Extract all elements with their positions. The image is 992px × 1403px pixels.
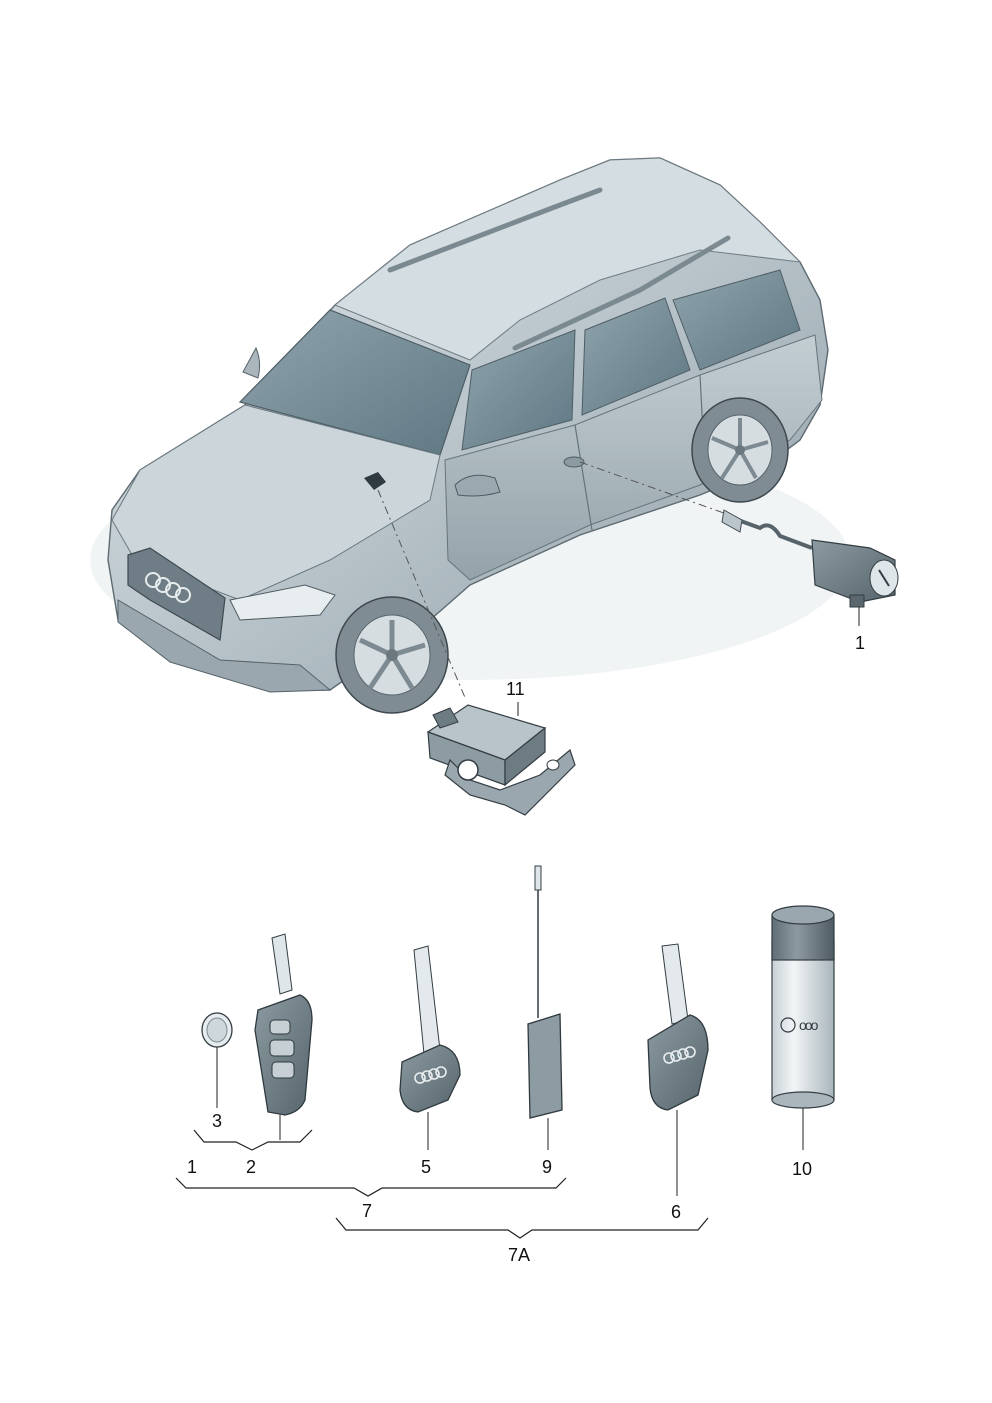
headlight <box>229 584 336 621</box>
callout-flip-key-group: 1 <box>187 1157 198 1177</box>
key-5-part <box>399 945 461 1150</box>
door-line-front <box>574 424 593 531</box>
key-6-blade <box>661 943 689 1025</box>
flip-key-button-mid <box>269 1039 295 1057</box>
key-5-rings <box>414 1066 447 1084</box>
spray-can-part: ooo <box>771 905 835 1150</box>
front-bumper <box>117 599 332 693</box>
bracket-7a <box>335 1217 709 1239</box>
flip-key-part <box>254 933 313 1140</box>
windshield <box>238 309 471 456</box>
callout-key-5: 5 <box>421 1157 432 1177</box>
car-roof <box>334 157 802 361</box>
rear-wheel <box>691 397 789 503</box>
callout-battery: 3 <box>212 1111 223 1131</box>
tag-card <box>527 1013 563 1119</box>
grille-rings <box>145 572 191 603</box>
sensor-bracket <box>444 748 576 816</box>
callout-spray-10: 10 <box>792 1159 813 1179</box>
coin-battery-part <box>201 1012 233 1108</box>
door-lock-cylinder-part <box>721 509 899 626</box>
sensor-bracket-hole <box>546 759 560 771</box>
front-side-window <box>461 329 576 451</box>
lock-bottom-tab <box>849 594 865 608</box>
side-mirror <box>454 474 501 497</box>
callout-key-6: 6 <box>671 1202 682 1222</box>
sensor-dashed-leader <box>377 489 467 701</box>
rear-quarter-window <box>672 269 801 371</box>
roof-rail-rear <box>512 235 731 351</box>
key-6-head <box>647 1014 709 1111</box>
lock-rod-tip <box>721 509 743 533</box>
sensor-connector <box>432 707 459 729</box>
rear-side-window <box>581 297 691 416</box>
sensor-clip <box>457 759 479 781</box>
key-6-rings <box>663 1046 696 1064</box>
bracket-7 <box>175 1177 567 1197</box>
front-wheel <box>335 596 449 714</box>
car-side-panel <box>444 334 823 581</box>
sensor-mount-marker <box>364 472 386 490</box>
callout-sensor: 11 <box>506 679 525 699</box>
callout-tag-9: 9 <box>542 1157 553 1177</box>
bracket-2 <box>193 1129 313 1151</box>
key-6-part <box>647 943 709 1196</box>
roof-antenna <box>242 346 261 379</box>
sensor-body-side <box>504 726 546 787</box>
spray-can-top <box>771 905 835 925</box>
callout-flip-key: 2 <box>246 1157 257 1177</box>
callout-bracket-7: 7 <box>362 1201 373 1221</box>
lock-rod <box>726 514 813 550</box>
spray-can-vw-logo <box>780 1017 796 1033</box>
sensor-module-part <box>426 702 576 816</box>
door-handle <box>563 456 585 468</box>
spray-can-bottom <box>771 1091 835 1109</box>
tag-antenna-tip <box>534 865 542 891</box>
spray-can-rings-logo: ooo <box>799 1017 819 1033</box>
callout-door-lock: 1 <box>855 633 866 653</box>
flip-key-button-bottom <box>271 1061 295 1079</box>
callout-bracket-7a: 7A <box>508 1245 531 1265</box>
roof-rail-front <box>387 187 603 273</box>
key-5-head <box>399 1044 461 1113</box>
flip-key-button-top <box>269 1019 291 1035</box>
car-illustration <box>90 157 850 714</box>
transponder-tag-part <box>527 865 563 1150</box>
flip-key-blade <box>271 933 293 995</box>
lock-keyway <box>878 569 890 587</box>
key-5-blade <box>413 945 441 1055</box>
